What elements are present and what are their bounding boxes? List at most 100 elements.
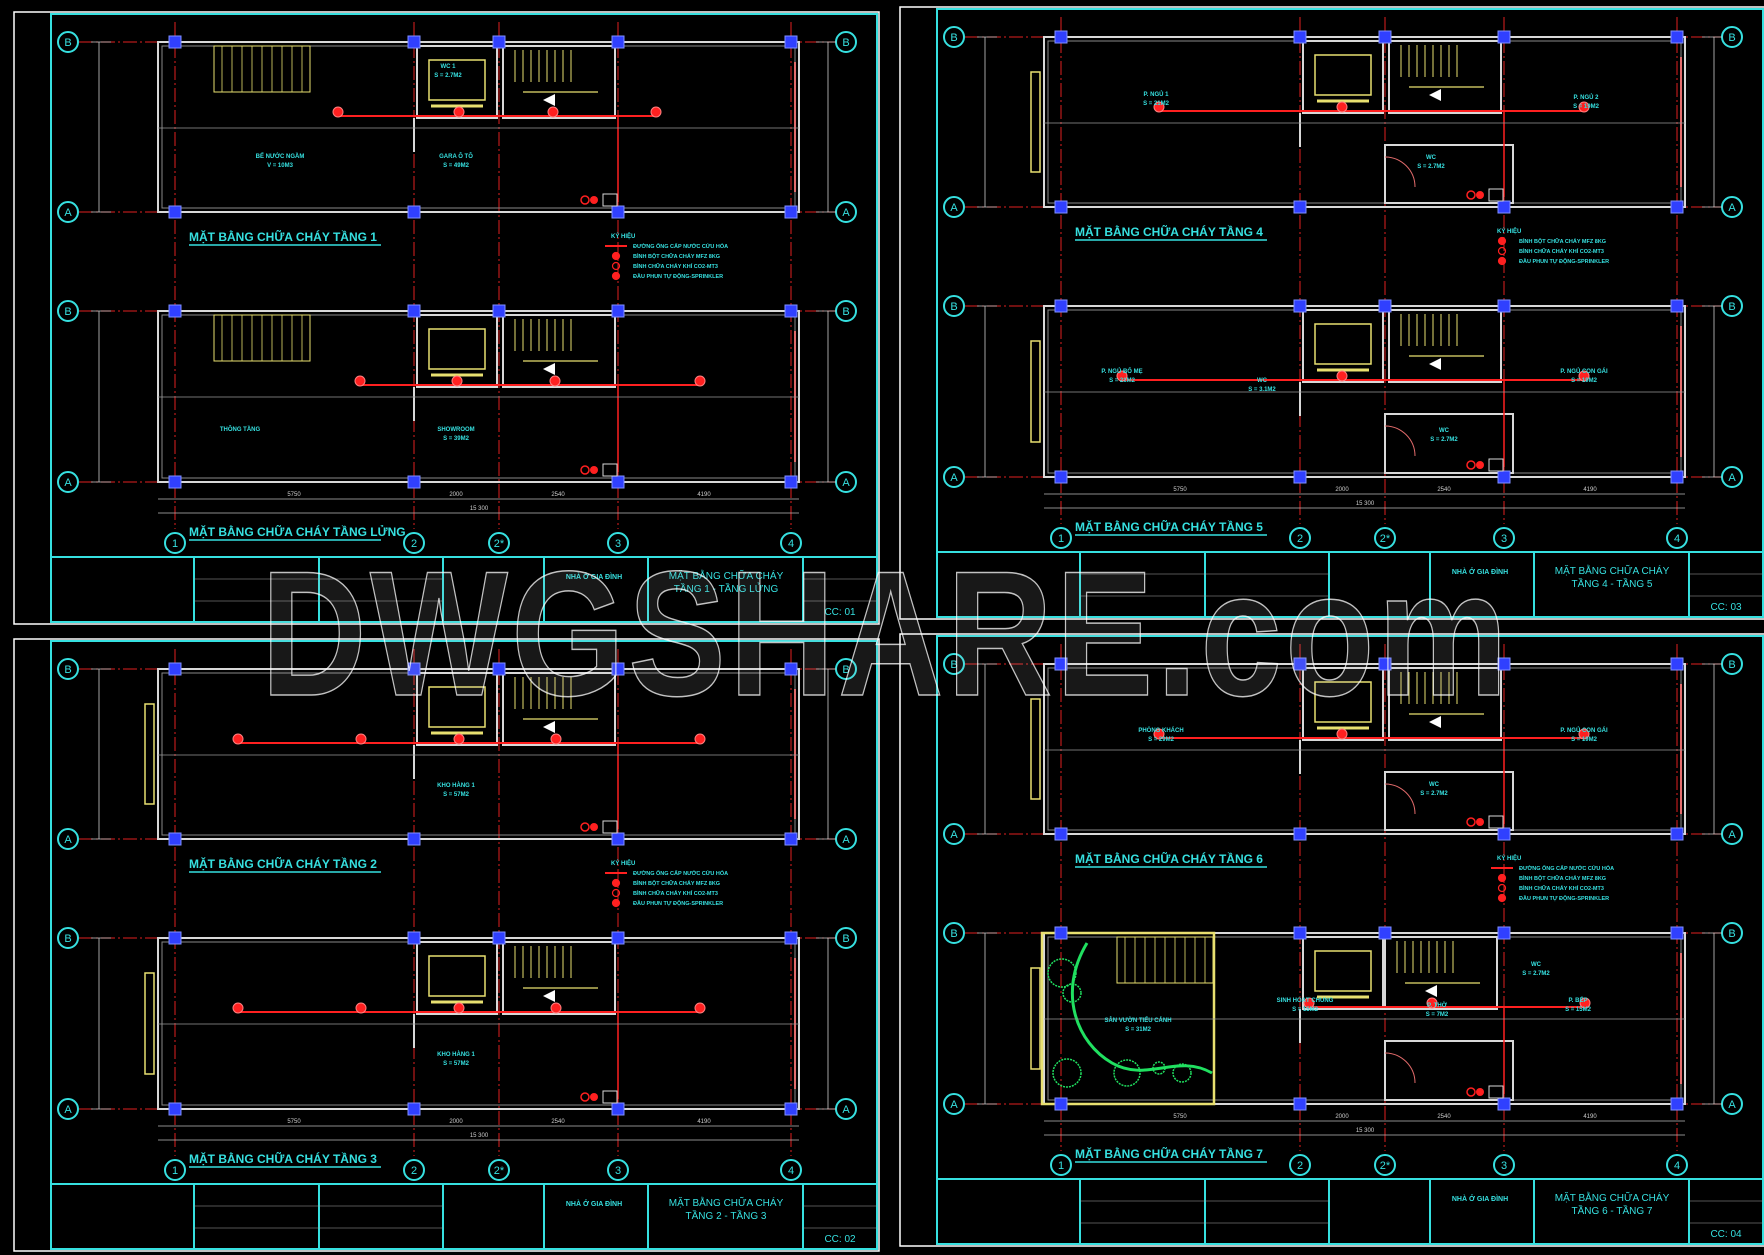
fire-hose-cabinet — [1488, 188, 1504, 202]
column-marker — [1670, 1097, 1684, 1111]
wc-room — [1384, 413, 1514, 474]
stair-well — [1384, 936, 1498, 1010]
sprinkler-icon — [1578, 370, 1590, 382]
room-area: S = 2.7M2 — [1420, 791, 1448, 797]
exterior-wall — [1043, 932, 1686, 1105]
column-marker — [611, 832, 625, 846]
column-marker — [1378, 30, 1392, 44]
column-marker — [784, 931, 798, 945]
powder-extinguisher-icon — [590, 1093, 598, 1101]
dimension-text: 2540 — [1437, 487, 1451, 493]
axis-label: B — [64, 37, 71, 49]
room-name: THÔNG TẦNG — [220, 425, 261, 433]
room-name: PHÒNG KHÁCH — [1138, 726, 1183, 734]
dimension-total-text: 15 300 — [1356, 501, 1375, 507]
axis-bubble — [57, 658, 79, 680]
co2-extinguisher-icon — [1466, 1087, 1476, 1097]
elevator-shaft — [1302, 667, 1384, 741]
sheet-outer-frame — [899, 633, 1764, 1247]
room-area: S = 2.7M2 — [1430, 437, 1458, 443]
legend-item-label: BÌNH CHỮA CHÁY KHÍ CO2-MT3 — [1519, 884, 1604, 892]
column-marker — [611, 304, 625, 318]
stair-arrow-icon — [543, 990, 555, 1002]
room-area: S = 3.1M2 — [1248, 387, 1276, 393]
stair-arrow-icon — [1429, 89, 1441, 101]
room-area: S = 31M2 — [1125, 1027, 1152, 1033]
axis-bubble — [943, 295, 965, 317]
grid-label: 3 — [1501, 533, 1507, 545]
axis-bubble — [57, 1098, 79, 1120]
axis-label: A — [842, 477, 850, 489]
legend-powder-extinguisher-icon — [1497, 873, 1507, 883]
sheet-title-line-1: MẶT BẰNG CHỮA CHÁY — [669, 569, 784, 582]
room-name: SÂN VƯỜN TIỂU CẢNH — [1104, 1016, 1171, 1024]
fire-hose-cabinet — [602, 820, 618, 834]
stair-well — [502, 672, 616, 746]
sprinkler-icon — [549, 375, 561, 387]
room-name: WC — [1439, 428, 1450, 434]
column-marker — [1497, 30, 1511, 44]
grid-label: 2* — [1380, 1160, 1391, 1172]
sheet-title-line-1: MẶT BẰNG CHỮA CHÁY — [1555, 564, 1670, 577]
grid-bubble — [780, 532, 802, 554]
tree-icon — [1172, 1063, 1192, 1083]
wc-room — [1384, 771, 1514, 831]
room-name: WC — [1257, 378, 1268, 384]
grid-bubble — [1289, 1154, 1311, 1176]
elevator-shaft — [1302, 936, 1384, 1010]
legend-powder-extinguisher-icon — [1497, 236, 1507, 246]
legend-item-label: ĐƯỜNG ỐNG CẤP NƯỚC CỨU HỎA — [633, 869, 728, 877]
axis-bubble — [57, 31, 79, 53]
axis-bubble — [943, 466, 965, 488]
room-area: S = 39M2 — [443, 436, 470, 442]
dimension-text: 2000 — [1335, 1114, 1349, 1120]
column-marker — [1054, 1097, 1068, 1111]
column-marker — [168, 304, 182, 318]
sprinkler-icon — [1336, 370, 1348, 382]
sprinkler-icon — [694, 733, 706, 745]
column-marker — [1054, 657, 1068, 671]
axis-label: A — [64, 1104, 72, 1116]
legend-sprinkler-icon — [1497, 256, 1507, 266]
column-marker — [1293, 30, 1307, 44]
balcony-railing — [1030, 340, 1041, 443]
dimension-text: 5750 — [1173, 487, 1187, 493]
column-marker — [611, 1102, 625, 1116]
column-marker — [407, 662, 421, 676]
project-name: NHÀ Ở GIA ĐÌNH — [1452, 1194, 1508, 1203]
axis-label: B — [950, 659, 957, 671]
sprinkler-icon — [1336, 101, 1348, 113]
project-name: NHÀ Ở GIA ĐÌNH — [566, 572, 622, 581]
room-name: P. NGỦ CON GÁI — [1560, 727, 1608, 734]
axis-label: B — [842, 306, 849, 318]
sprinkler-icon — [355, 733, 367, 745]
tree-icon — [1113, 1059, 1141, 1087]
axis-label: A — [842, 1104, 850, 1116]
sprinkler-icon — [451, 375, 463, 387]
sprinkler-icon — [1116, 370, 1128, 382]
room-area: S = 15M2 — [1292, 1007, 1319, 1013]
axis-label: B — [1728, 659, 1735, 671]
legend-co2-extinguisher-icon — [1497, 246, 1507, 256]
axis-label: B — [64, 664, 71, 676]
axis-label: B — [842, 37, 849, 49]
axis-label: A — [64, 207, 72, 219]
grid-bubble — [403, 1159, 425, 1181]
exterior-wall-inner — [161, 314, 796, 479]
elevator-shaft — [416, 941, 498, 1015]
legend-sprinkler-icon — [611, 271, 621, 281]
room-area: S = 21M2 — [1109, 378, 1136, 384]
stair-well — [1388, 309, 1502, 383]
column-marker — [1293, 200, 1307, 214]
legend-sprinkler-icon — [611, 898, 621, 908]
co2-extinguisher-icon — [580, 1092, 590, 1102]
powder-extinguisher-icon — [590, 466, 598, 474]
room-name: P. THỜ — [1427, 1001, 1448, 1009]
title-block-border — [50, 556, 878, 623]
exterior-wall — [1043, 305, 1686, 478]
column-marker — [1293, 1097, 1307, 1111]
grid-label: 3 — [615, 1165, 621, 1177]
exterior-wall — [1043, 663, 1686, 835]
